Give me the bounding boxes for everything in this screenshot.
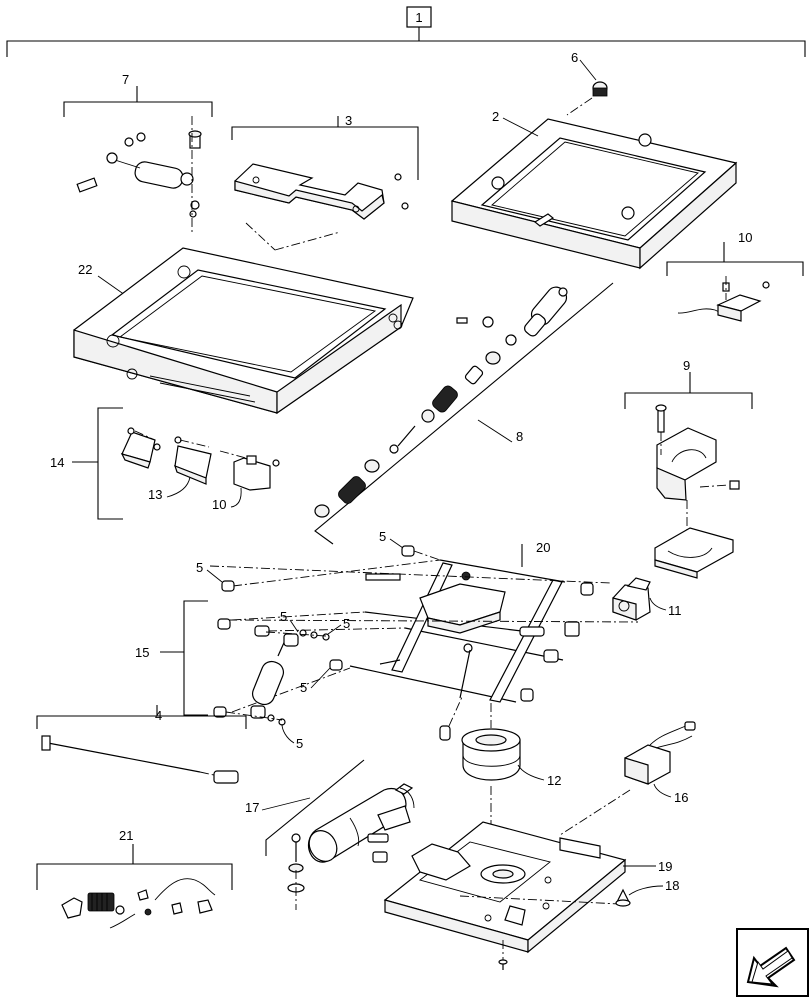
leader-5-d — [327, 624, 342, 635]
leader-13 — [166, 476, 191, 498]
part-3-plate[interactable] — [234, 163, 409, 251]
part-6-bumper[interactable] — [566, 81, 608, 116]
callout-5-b[interactable]: 5 — [196, 560, 203, 575]
part-16-valve[interactable] — [559, 721, 696, 836]
callout-5-f[interactable]: 5 — [296, 736, 303, 751]
callout-15[interactable]: 15 — [135, 645, 149, 660]
leader-5-f — [281, 723, 295, 744]
callout-16[interactable]: 16 — [674, 790, 688, 805]
part-7-damper[interactable] — [76, 116, 202, 235]
leader-17 — [261, 797, 311, 811]
callout-11[interactable]: 11 — [668, 603, 682, 618]
callout-1-label: 1 — [415, 10, 422, 25]
bracket-10-upper — [666, 242, 804, 276]
bracket-9 — [624, 372, 753, 409]
assembly-callout-1[interactable]: 1 — [406, 6, 432, 28]
callout-13[interactable]: 13 — [148, 487, 162, 502]
bracket-14 — [97, 407, 123, 520]
callout-18[interactable]: 18 — [665, 878, 679, 893]
part-18-foot[interactable] — [615, 888, 631, 907]
leader-5-a — [389, 538, 404, 549]
callout-4[interactable]: 4 — [155, 708, 162, 723]
leader-5-b — [206, 569, 223, 583]
part-2-upper-frame[interactable] — [450, 118, 738, 270]
callout-17[interactable]: 17 — [245, 800, 259, 815]
bracket-15 — [183, 600, 208, 716]
bracket-7 — [63, 86, 213, 117]
callout-6[interactable]: 6 — [571, 50, 578, 65]
callout-21[interactable]: 21 — [119, 828, 133, 843]
leader-16 — [653, 783, 672, 798]
leader-22 — [97, 275, 126, 296]
callout-7[interactable]: 7 — [122, 72, 129, 87]
leader-10-lower — [230, 487, 242, 508]
callout-12[interactable]: 12 — [547, 773, 561, 788]
leader-18 — [628, 885, 664, 896]
callout-19[interactable]: 19 — [658, 859, 672, 874]
leader-11 — [649, 597, 667, 611]
part-screw — [498, 959, 508, 970]
callout-5-e[interactable]: 5 — [300, 680, 307, 695]
bracket-3 — [231, 116, 419, 180]
bracket-4 — [36, 705, 247, 729]
part-11-actuator[interactable] — [612, 577, 651, 621]
callout-8[interactable]: 8 — [516, 429, 523, 444]
callout-10-lower[interactable]: 10 — [212, 497, 226, 512]
part-22-seat-frame[interactable] — [73, 247, 414, 415]
part-12-air-spring[interactable] — [439, 696, 521, 870]
part-20-scissor-mechanism[interactable] — [209, 550, 639, 713]
leader-5-c — [289, 619, 299, 633]
callout-5-a[interactable]: 5 — [379, 529, 386, 544]
callout-3[interactable]: 3 — [345, 113, 352, 128]
bracket-8 — [314, 282, 614, 545]
part-17-air-tank[interactable] — [287, 783, 415, 910]
part-10-switch[interactable] — [677, 276, 770, 322]
leader-2 — [502, 117, 539, 137]
part-15-shock-absorber[interactable] — [213, 545, 415, 726]
bracket-17 — [265, 759, 365, 856]
part-19-base-plate[interactable] — [383, 821, 627, 960]
leader-5-e — [310, 667, 331, 689]
part-21-hardware-kit[interactable] — [61, 878, 216, 929]
part-8-damper-kit[interactable] — [314, 283, 570, 518]
arrow-left-down-icon[interactable] — [736, 928, 809, 997]
leader-12 — [517, 764, 545, 781]
leader-6 — [579, 59, 597, 81]
callout-22[interactable]: 22 — [78, 262, 92, 277]
part-14-latch-set[interactable] — [120, 427, 280, 491]
leader-8 — [477, 419, 513, 443]
callout-14[interactable]: 14 — [50, 455, 64, 470]
callout-10-upper[interactable]: 10 — [738, 230, 752, 245]
part-9-cover[interactable] — [654, 404, 740, 579]
callout-5-c[interactable]: 5 — [280, 609, 287, 624]
assembly-bracket — [6, 27, 806, 57]
callout-9[interactable]: 9 — [683, 358, 690, 373]
bracket-21 — [36, 844, 233, 890]
callout-20[interactable]: 20 — [536, 540, 550, 555]
callout-5-d[interactable]: 5 — [343, 616, 350, 631]
callout-2[interactable]: 2 — [492, 109, 499, 124]
part-4-rod[interactable] — [41, 735, 239, 784]
